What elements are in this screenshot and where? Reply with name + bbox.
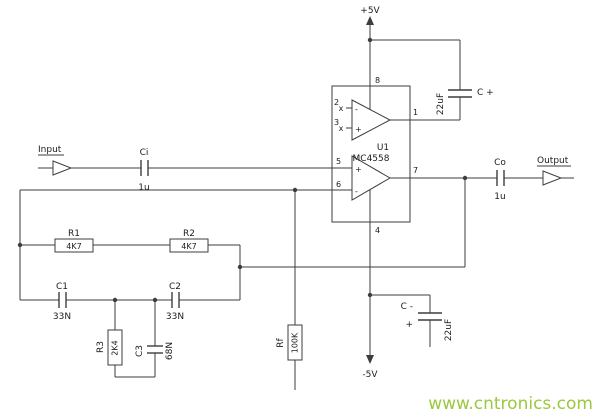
junction-dot: [292, 187, 298, 193]
junction-dot: [237, 264, 243, 270]
nc-mark-icon: x: [339, 124, 344, 133]
junction-dot: [112, 297, 118, 303]
r2-body: [169, 238, 209, 253]
opamp-b-triangle: [351, 155, 391, 201]
opamp-a-plus-mark: +: [355, 125, 362, 134]
c3-value-label: 68N: [165, 342, 175, 360]
junction-dot: [152, 297, 158, 303]
r1-ref-label: R1: [68, 229, 80, 239]
resistor-rf: Rf 100K: [276, 324, 303, 361]
capacitor-c3: C3 68N: [135, 342, 175, 360]
pin5-label: 5: [336, 157, 341, 166]
r1-value-label: 4K7: [66, 242, 81, 251]
r1-body: [54, 238, 94, 253]
input-label: Input: [38, 145, 62, 155]
c-plus-value-label: 22uF: [436, 93, 446, 115]
c-minus-ref-label: C -: [401, 302, 413, 312]
r2-ref-label: R2: [183, 229, 195, 239]
co-ref-label: Co: [494, 158, 506, 168]
ic-ref-label: U1: [377, 143, 389, 153]
capacitor-c-minus: C - + 22uF: [401, 302, 454, 341]
pin4-label: 4: [375, 226, 380, 235]
resistor-r1: R1 4K7: [54, 229, 94, 253]
c-plus-ref-label: C +: [477, 88, 494, 98]
capacitor-co: Co 1u: [494, 158, 506, 202]
opamp-a-minus-mark: -: [355, 105, 358, 114]
junction-dot: [367, 37, 373, 43]
rf-ref-label: Rf: [276, 337, 286, 347]
rf-body: [287, 324, 303, 361]
c-minus-polarity-mark: +: [405, 320, 413, 330]
output-label: Output: [537, 156, 569, 166]
c3-ref-label: C3: [135, 345, 145, 357]
input-port: Input: [38, 145, 73, 176]
resistor-r3: R3 2K4: [96, 329, 123, 366]
output-port: Output: [537, 156, 571, 186]
vcc-supply: +5V: [360, 6, 381, 25]
junction-dot: [367, 292, 373, 298]
input-connector-triangle: [52, 160, 73, 176]
rf-value-label: 100K: [291, 332, 300, 353]
capacitor-c2: C2 33N: [166, 282, 184, 322]
capacitor-c-plus: 22uF C +: [436, 88, 494, 115]
pin1-label: 1: [413, 108, 418, 117]
pin8-label: 8: [375, 76, 380, 85]
c1-value-label: 33N: [53, 312, 71, 322]
r3-value-label: 2K4: [111, 340, 120, 355]
output-connector-triangle: [542, 170, 563, 186]
r3-body: [107, 329, 123, 366]
pin7-label: 7: [413, 166, 418, 175]
junction-dots: [17, 37, 468, 303]
co-value-label: 1u: [494, 192, 505, 202]
junction-dot: [462, 175, 468, 181]
nc-mark-icon: x: [339, 104, 344, 113]
vee-label: -5V: [362, 370, 378, 380]
junction-dot: [17, 242, 23, 248]
pin3-label: 3: [334, 118, 339, 127]
ic-u1: U1 MC4558 8 2 3 1 5 6 7 4 x x - + + -: [331, 76, 418, 235]
resistor-r2: R2 4K7: [169, 229, 209, 253]
capacitor-c1: C1 33N: [53, 282, 71, 322]
r2-value-label: 4K7: [181, 242, 196, 251]
ci-ref-label: Ci: [140, 148, 149, 158]
vcc-label: +5V: [360, 6, 380, 16]
r3-ref-label: R3: [96, 341, 106, 353]
up-arrow-icon: [366, 16, 374, 25]
opamp-a-triangle: [351, 99, 392, 141]
c2-value-label: 33N: [166, 312, 184, 322]
c1-ref-label: C1: [56, 282, 68, 292]
down-arrow-icon: [366, 355, 374, 364]
watermark-text: www.cntronics.com: [428, 394, 593, 414]
opamp-b-minus-mark: -: [355, 187, 358, 196]
wires: [19, 25, 574, 390]
c-minus-value-label: 22uF: [444, 319, 454, 341]
c2-ref-label: C2: [169, 282, 181, 292]
pin6-label: 6: [336, 180, 341, 189]
opamp-b-plus-mark: +: [355, 165, 362, 174]
vee-supply: -5V: [362, 355, 378, 380]
capacitor-ci: Ci 1u: [138, 148, 149, 193]
pin2-label: 2: [334, 98, 339, 107]
ic-part-label: MC4558: [353, 154, 390, 164]
ic-body: [331, 85, 411, 223]
ci-value-label: 1u: [138, 183, 149, 193]
